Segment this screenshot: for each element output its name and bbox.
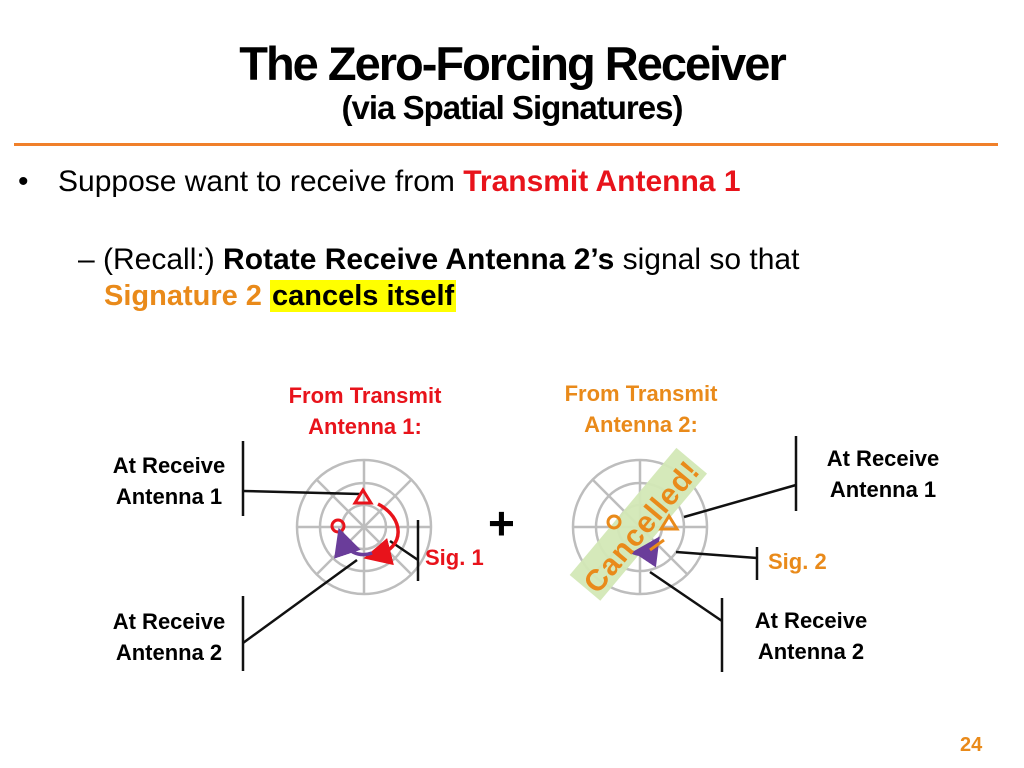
right-rx2-line-2: Antenna 2 bbox=[757, 639, 865, 664]
main-bullet: • Suppose want to receive from Transmit A… bbox=[18, 160, 741, 204]
plus-sign: + bbox=[488, 497, 515, 549]
sub-bullet-suffix: signal so that bbox=[614, 243, 800, 276]
sub-bullet-prefix: (Recall:) bbox=[103, 243, 224, 276]
left-rx1-line-1: At Receive bbox=[112, 453, 226, 478]
right-orange-arrow bbox=[649, 538, 665, 552]
left-rx1-line-2: Antenna 1 bbox=[115, 484, 223, 509]
left-signal-markers bbox=[330, 487, 400, 566]
bullet-highlight: Transmit Antenna 1 bbox=[463, 165, 741, 198]
title-divider bbox=[14, 143, 998, 146]
left-rx2-label: At Receive Antenna 2 bbox=[96, 606, 242, 668]
right-header-line-1: From Transmit bbox=[564, 381, 718, 406]
right-signal-markers bbox=[606, 513, 680, 568]
cancelled-banner bbox=[569, 447, 708, 601]
slide-title: The Zero-Forcing Receiver bbox=[239, 37, 787, 90]
purple-rotation-arrow bbox=[334, 527, 373, 559]
sig2-antenna2-circle-icon bbox=[606, 514, 622, 530]
right-pointer-lines bbox=[649, 436, 798, 672]
sig1-label: Sig. 1 bbox=[425, 545, 484, 570]
left-header-line-2: Antenna 1: bbox=[308, 414, 422, 439]
slide-subtitle: (via Spatial Signatures) bbox=[341, 89, 684, 126]
red-rotation-arrow bbox=[363, 502, 400, 566]
right-rx1-line-1: At Receive bbox=[826, 446, 940, 471]
cancels-itself-highlight: cancels itself bbox=[270, 280, 457, 312]
right-rx1-label: At Receive Antenna 1 bbox=[808, 443, 958, 505]
left-header: From Transmit Antenna 1: bbox=[260, 380, 470, 442]
left-rx1-label: At Receive Antenna 1 bbox=[96, 450, 242, 512]
sub-bullet-line-2: Signature 2 cancels itself bbox=[104, 278, 457, 314]
sig2-label: Sig. 2 bbox=[768, 549, 827, 574]
sig2-antenna1-triangle-icon bbox=[658, 513, 680, 531]
sig1-antenna1-triangle-icon bbox=[352, 487, 374, 505]
left-pointer-lines bbox=[241, 441, 420, 671]
left-polar-grid bbox=[295, 458, 433, 596]
left-rx2-line-2: Antenna 2 bbox=[115, 640, 223, 665]
bullet-text: Suppose want to receive from bbox=[58, 165, 464, 198]
signature-2-text: Signature 2 bbox=[104, 280, 262, 312]
sub-bullet-line-1: – (Recall:) Rotate Receive Antenna 2’s s… bbox=[78, 242, 799, 278]
right-header-line-2: Antenna 2: bbox=[584, 412, 698, 437]
right-rx1-line-2: Antenna 1 bbox=[829, 477, 937, 502]
right-header: From Transmit Antenna 2: bbox=[536, 378, 746, 440]
sub-bullet-bold: Rotate Receive Antenna 2’s bbox=[223, 243, 615, 276]
right-rx2-line-1: At Receive bbox=[754, 608, 868, 633]
page-number: 24 bbox=[960, 734, 983, 756]
bullet-marker: • bbox=[18, 165, 29, 198]
left-header-line-1: From Transmit bbox=[288, 383, 442, 408]
right-rx2-label: At Receive Antenna 2 bbox=[736, 605, 886, 667]
sub-bullet-marker: – bbox=[78, 243, 95, 276]
left-rx2-line-1: At Receive bbox=[112, 609, 226, 634]
